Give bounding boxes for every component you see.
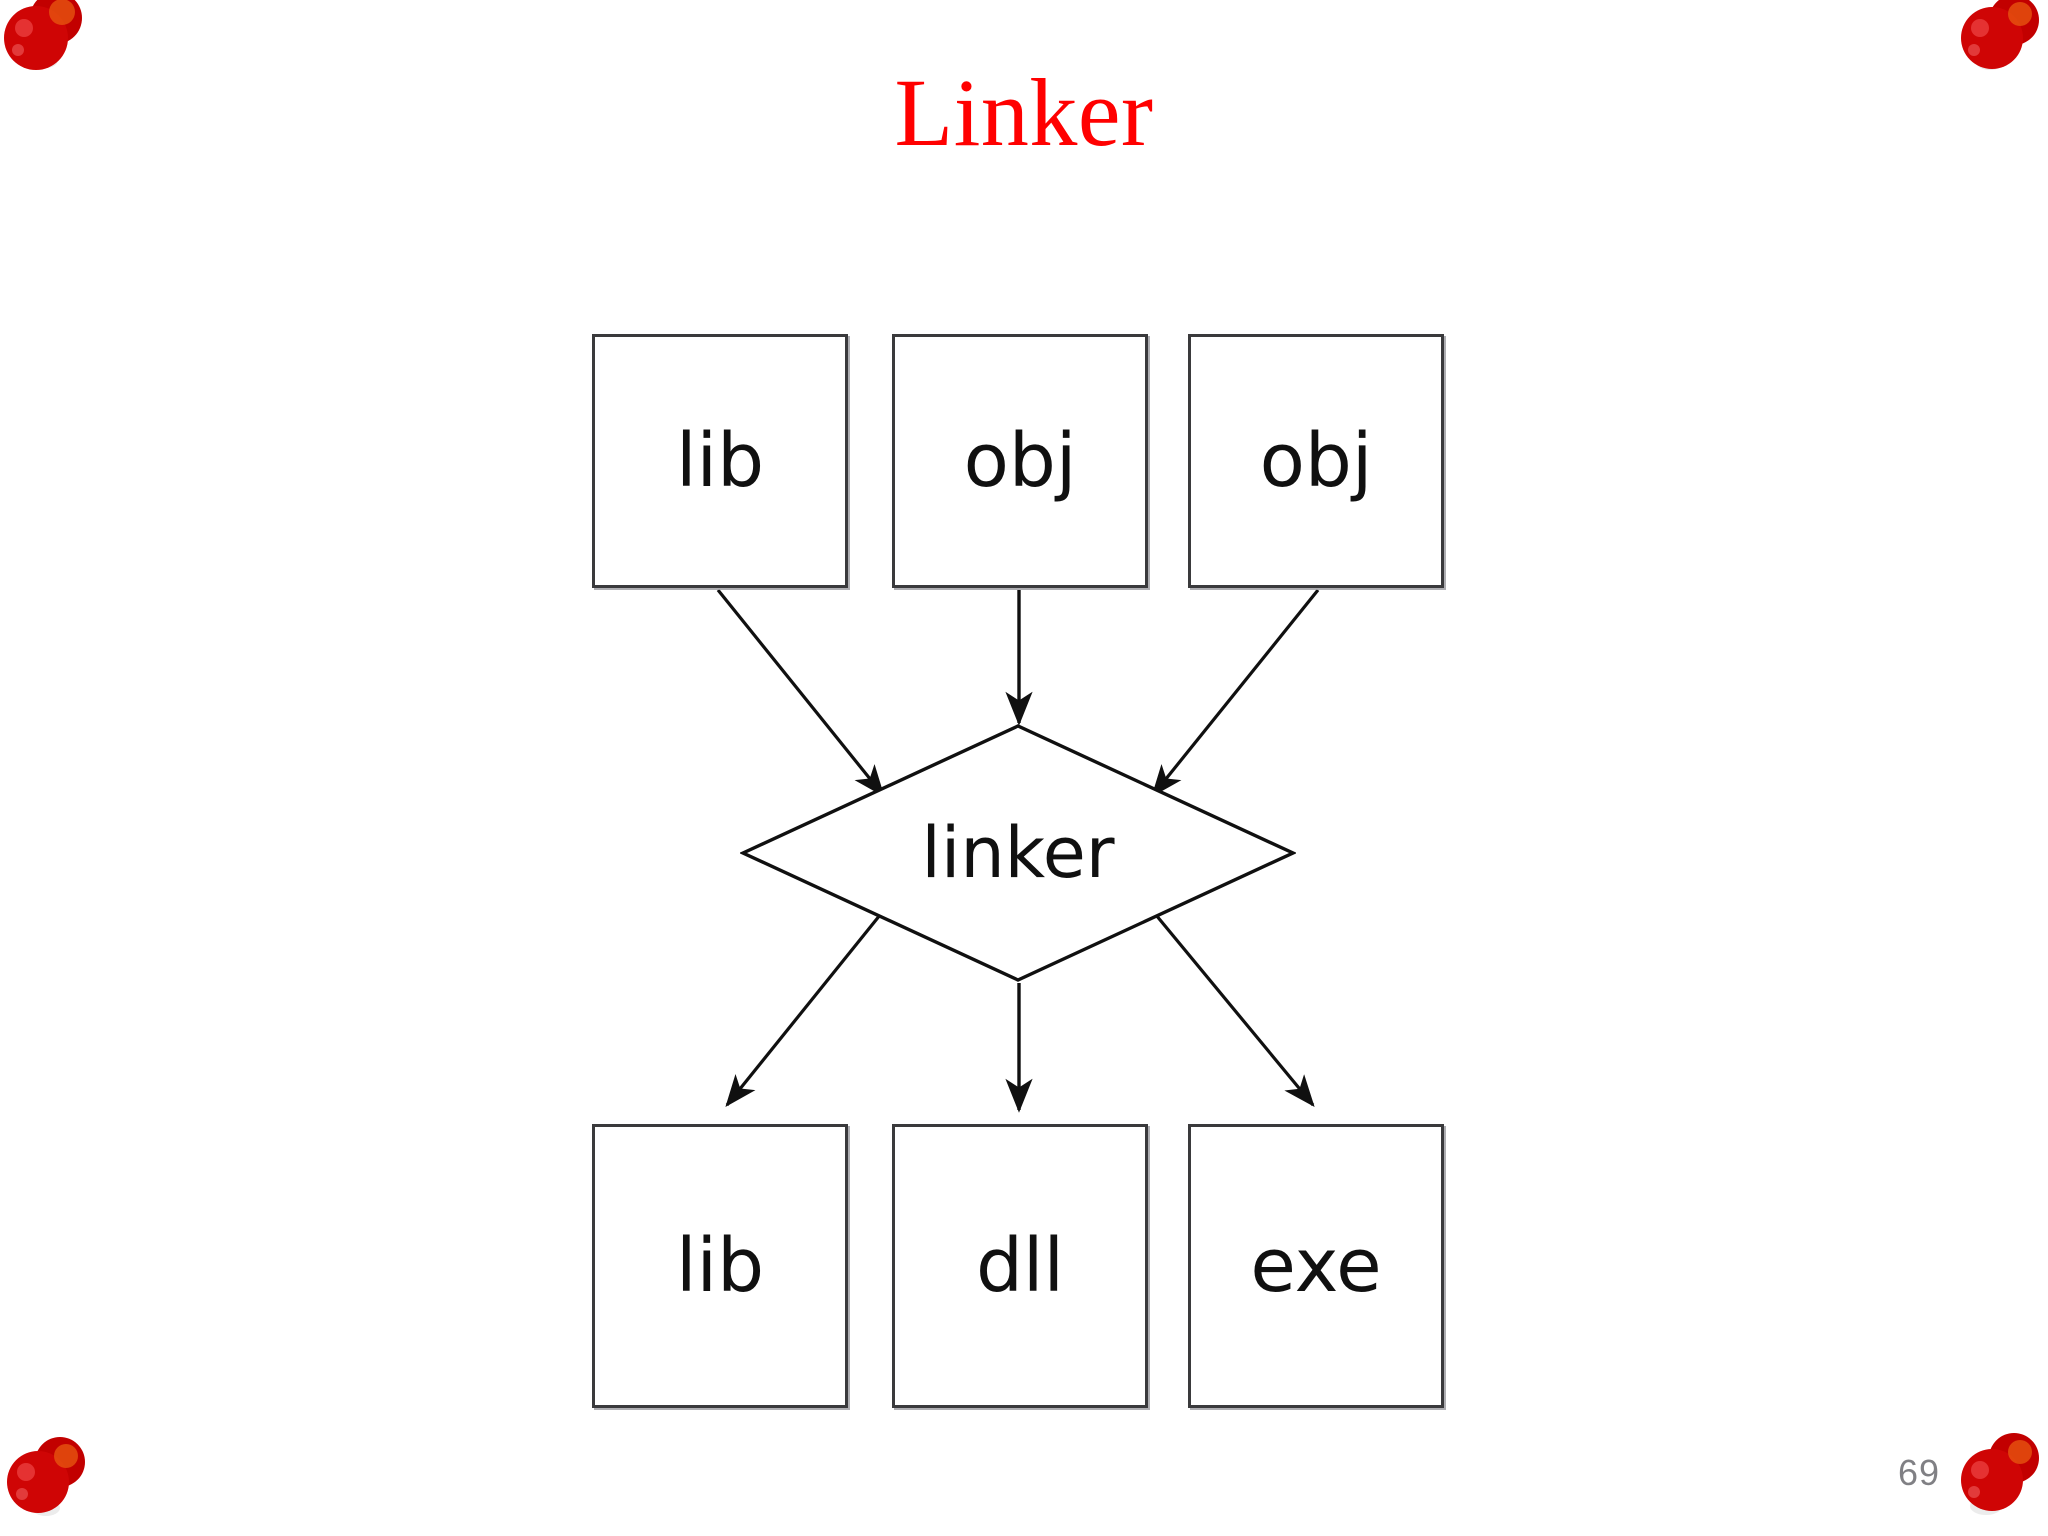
- pushpin-icon: [0, 1428, 106, 1536]
- node-input-obj-2[interactable]: obj: [1188, 334, 1444, 588]
- node-label: exe: [1250, 1223, 1382, 1309]
- pushpin-icon: [1944, 0, 2048, 98]
- node-process-linker[interactable]: linker: [740, 722, 1296, 984]
- node-label: lib: [675, 418, 765, 504]
- node-output-dll[interactable]: dll: [892, 1124, 1148, 1408]
- diamond-shape: [740, 724, 1296, 982]
- node-label: obj: [963, 418, 1077, 504]
- pushpin-icon: [1946, 1424, 2048, 1534]
- node-output-exe[interactable]: exe: [1188, 1124, 1444, 1408]
- node-label: lib: [675, 1223, 765, 1309]
- node-input-obj-1[interactable]: obj: [892, 334, 1148, 588]
- node-output-lib[interactable]: lib: [592, 1124, 848, 1408]
- pushpin-icon: [0, 0, 104, 98]
- node-label: dll: [975, 1223, 1065, 1309]
- node-input-lib[interactable]: lib: [592, 334, 848, 588]
- node-label: obj: [1259, 418, 1373, 504]
- page-number: 69: [1898, 1452, 1941, 1493]
- page-title: Linker: [894, 59, 1154, 166]
